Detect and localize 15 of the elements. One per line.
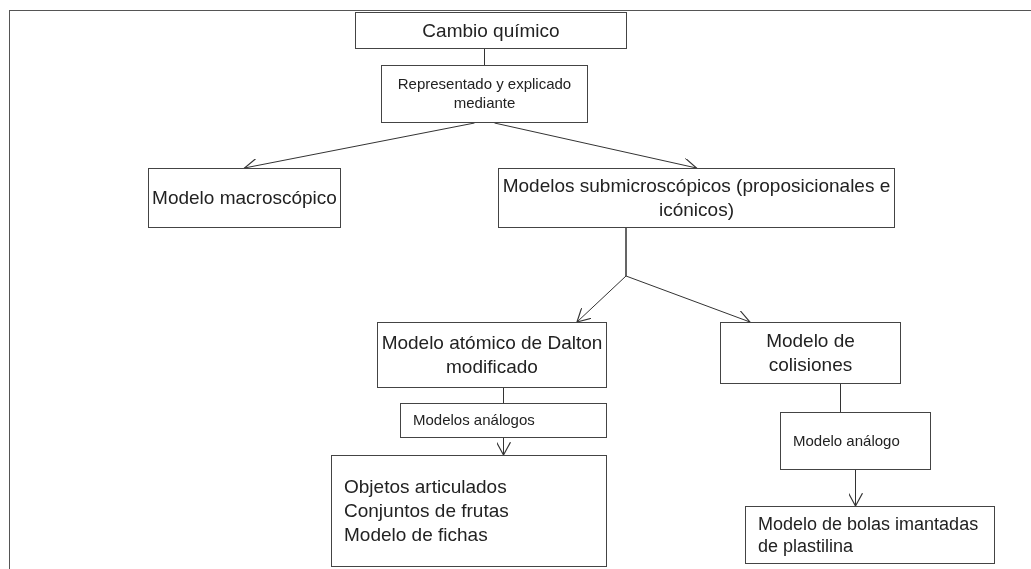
connector-line: [484, 48, 485, 66]
arrow: [495, 437, 512, 456]
arrow: [847, 469, 864, 507]
concept-box: Modelos análogos: [400, 403, 607, 438]
concept-box: Modelo análogo: [780, 412, 931, 470]
concept-box: Modelo atómico de Dalton modificado: [377, 322, 607, 388]
concept-box: Modelos submicroscópicos (proposicionales e icónicos): [498, 168, 895, 228]
list-box: Objetos articulados Conjuntos de frutas Modelo de fichas: [331, 455, 607, 567]
concept-box: Modelo macroscópico: [148, 168, 341, 228]
concept-box: Modelo de bolas imantadas de plastilina: [745, 506, 995, 564]
connector-line: [503, 387, 504, 404]
connector-line: [840, 383, 841, 413]
concept-box: Modelo de colisiones: [720, 322, 901, 384]
concept-box: Cambio químico: [355, 12, 627, 49]
concept-box: Representado y explicado mediante: [381, 65, 588, 123]
